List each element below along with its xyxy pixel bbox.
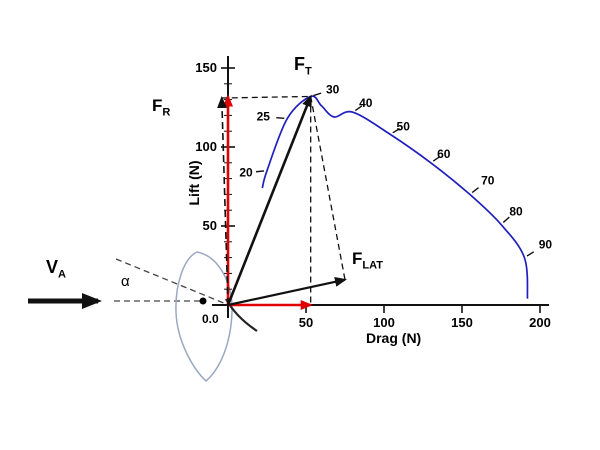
x-tick-label: 200 (529, 315, 551, 330)
aoa-tick-label: 80 (509, 204, 523, 218)
y-tick-label: 50 (203, 218, 217, 233)
x-tick-label: 100 (373, 315, 395, 330)
aoa-tick (432, 155, 441, 162)
aoa-tick (526, 251, 535, 257)
aoa-tick (255, 170, 265, 173)
aoa-tick (276, 116, 285, 120)
aoa-tick (313, 92, 322, 97)
aoa-tick (502, 216, 510, 223)
boat-center-dot (199, 297, 207, 305)
polar-curve (261, 95, 529, 299)
ft-flat-dashed-line (310, 96, 346, 280)
aoa-tick-label: 20 (239, 166, 253, 180)
flat-vector-arrow (227, 276, 347, 307)
x-tick-label: 50 (299, 315, 313, 330)
origin-tick-label: 0.0 (202, 312, 219, 326)
aoa-tick (392, 127, 400, 134)
y-axis-title: Lift (N) (186, 160, 202, 206)
boat-heading-dashed-line (115, 258, 232, 307)
aoa-tick (471, 187, 479, 194)
aoa-tick-label: 30 (326, 82, 340, 96)
fr-label: FR (152, 96, 171, 119)
generated-plot: 50 100 150 200 50 100 150 20 25 30 40 50 60 70 80 90 (195, 56, 552, 330)
y-tick-label: 150 (195, 60, 217, 75)
aoa-tick-label: 90 (539, 238, 553, 252)
aoa-tick (354, 105, 363, 112)
ft-vector-arrow (226, 94, 312, 306)
aoa-tick-label: 60 (437, 147, 451, 161)
ft-label: FT (294, 54, 312, 78)
x-tick-label: 150 (451, 315, 473, 330)
y-tick-label: 100 (195, 139, 217, 154)
aoa-tick-label: 50 (397, 119, 411, 133)
alpha-label: α (121, 273, 130, 290)
flat-label: FLAT (352, 249, 383, 272)
aoa-tick-label: 25 (257, 110, 271, 124)
aoa-tick-label: 40 (359, 96, 373, 110)
va-label: VA (46, 257, 66, 281)
fr-ft-dashed-line (221, 95, 311, 99)
aoa-tick-label: 70 (481, 173, 495, 187)
fr-vector-arrow (217, 96, 229, 306)
x-axis-title: Drag (N) (366, 330, 422, 346)
